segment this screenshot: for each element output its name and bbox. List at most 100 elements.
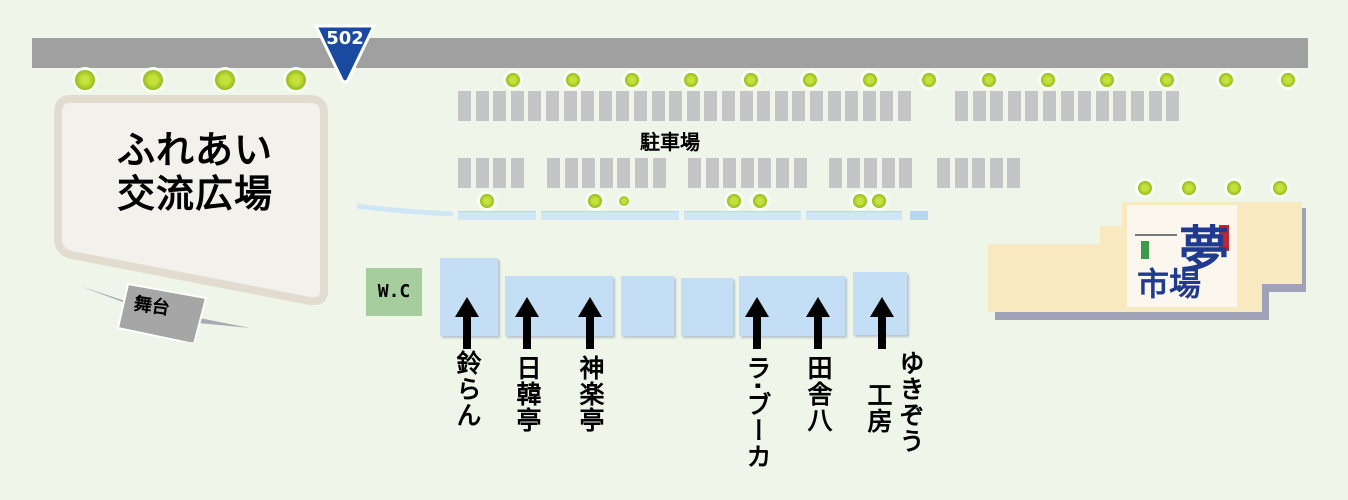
plaza-name: ふれあい 交流広場	[80, 128, 310, 216]
route-shield-icon	[313, 24, 377, 84]
walkway	[806, 211, 902, 220]
parking-space	[563, 91, 577, 121]
svg-text:夢: 夢	[1179, 220, 1229, 279]
tree-icon	[215, 70, 235, 90]
arrow-up-icon	[870, 297, 894, 349]
walkway-curve	[356, 203, 454, 217]
parking-space	[493, 91, 507, 121]
parking-space	[458, 158, 471, 188]
parking-space	[898, 91, 911, 121]
tree-icon	[143, 70, 163, 90]
tree-icon	[982, 73, 996, 87]
tree-icon	[286, 70, 306, 90]
parking-space	[1113, 91, 1127, 121]
parking-space	[704, 91, 718, 121]
tree-icon	[588, 194, 602, 208]
parking-space	[652, 158, 666, 188]
stage-area	[80, 282, 250, 342]
parking-space	[955, 91, 968, 121]
tree-icon	[863, 73, 877, 87]
parking-space	[669, 91, 683, 121]
parking-space	[864, 158, 878, 188]
parking-space	[635, 158, 648, 188]
tree-icon	[684, 73, 698, 87]
arrow-up-icon	[745, 297, 769, 349]
parking-space	[776, 158, 789, 188]
shop-label-koubou: 工房	[864, 382, 893, 434]
parking-space	[493, 158, 507, 188]
walkway	[458, 211, 536, 220]
parking-space	[1043, 91, 1056, 121]
parking-space	[458, 91, 471, 121]
walkway	[541, 211, 679, 220]
parking-space	[564, 158, 578, 188]
shop-label-kaguratei: 神楽亭	[576, 355, 605, 433]
parking-space	[616, 91, 630, 121]
parking-space	[972, 158, 986, 188]
parking-space	[899, 158, 913, 188]
parking-space	[989, 158, 1003, 188]
tree-icon	[922, 73, 936, 87]
shop-label-suzuran: 鈴らん	[453, 350, 482, 428]
parking-space	[972, 91, 986, 121]
tree-icon	[619, 196, 629, 206]
parking-space	[739, 91, 753, 121]
parking-space	[528, 91, 542, 121]
parking-space	[881, 158, 895, 188]
tree-icon	[1160, 73, 1174, 87]
parking-space	[954, 158, 968, 188]
parking-space	[862, 91, 876, 121]
parking-space	[758, 158, 772, 188]
parking-space	[1025, 91, 1039, 121]
arrow-up-icon	[455, 297, 479, 349]
tree-icon	[1281, 73, 1295, 87]
parking-space	[510, 158, 524, 188]
parking-space	[810, 91, 823, 121]
parking-space	[722, 91, 735, 121]
parking-space	[634, 91, 647, 121]
tree-icon	[75, 70, 95, 90]
parking-space	[598, 91, 612, 121]
parking-space	[546, 91, 559, 121]
tree-icon	[1273, 181, 1287, 195]
tree-icon	[1100, 73, 1114, 87]
tree-icon	[744, 73, 758, 87]
arrow-up-icon	[515, 297, 539, 349]
parking-space	[757, 91, 771, 121]
tree-icon	[853, 194, 867, 208]
shop-label-inakahachi: 田舎八	[804, 355, 833, 433]
plaza-name-line1: ふれあい	[116, 128, 273, 172]
parking-space	[510, 91, 524, 121]
parking-space	[792, 91, 806, 121]
arrow-up-icon	[806, 297, 830, 349]
parking-space	[1007, 158, 1021, 188]
parking-space	[1060, 91, 1074, 121]
parking-space	[880, 91, 894, 121]
parking-space	[774, 91, 788, 121]
walkway	[910, 211, 928, 220]
market-logo-icon: 市場 夢	[1135, 220, 1229, 303]
tree-icon	[566, 73, 580, 87]
plaza-name-line2: 交流広場	[116, 172, 273, 216]
shop-label-yukizou: ゆきぞう	[896, 350, 925, 454]
restroom-label: W.C	[366, 268, 422, 316]
parking-space	[723, 158, 737, 188]
tree-icon	[872, 194, 886, 208]
shop-label-la-buca: ラ·ブーカ	[743, 355, 772, 470]
parking-space	[617, 158, 631, 188]
shop-stall	[621, 276, 674, 336]
parking-space	[475, 158, 489, 188]
tree-icon	[753, 194, 767, 208]
tree-icon	[1227, 181, 1241, 195]
tree-icon	[1041, 73, 1055, 87]
parking-space	[793, 158, 807, 188]
parking-space	[688, 158, 701, 188]
parking-space	[990, 91, 1004, 121]
shop-stall	[681, 278, 733, 336]
parking-space	[686, 91, 700, 121]
parking-space	[829, 158, 842, 188]
parking-space	[581, 91, 595, 121]
parking-space	[827, 91, 841, 121]
parking-space	[582, 158, 596, 188]
